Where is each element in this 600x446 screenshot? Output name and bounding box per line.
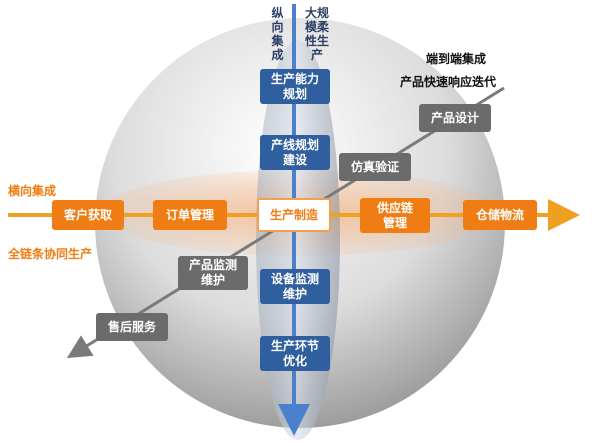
box-capacity-planning: 生产能力 规划 bbox=[260, 69, 330, 104]
box-customer-acquisition: 客户获取 bbox=[52, 200, 124, 230]
label-vertical-integration: 纵向集成 bbox=[271, 6, 284, 62]
box-process-optimization: 生产环节 优化 bbox=[260, 336, 330, 371]
box-product-design: 产品设计 bbox=[419, 104, 491, 132]
label-horizontal-integration: 横向集成 bbox=[8, 184, 57, 198]
box-supply-chain: 供应链 管理 bbox=[360, 198, 430, 233]
box-after-sales: 售后服务 bbox=[96, 313, 168, 341]
box-manufacturing: 生产制造 bbox=[257, 198, 331, 232]
box-product-monitoring: 产品监测 维护 bbox=[178, 256, 248, 290]
box-equipment-monitoring: 设备监测 维护 bbox=[260, 269, 330, 304]
label-end-to-end: 端到端集成 bbox=[426, 52, 487, 66]
label-rapid-iteration: 产品快速响应迭代 bbox=[400, 75, 497, 89]
box-warehouse-logistics: 仓储物流 bbox=[463, 200, 537, 230]
box-simulation-validation: 仿真验证 bbox=[339, 153, 411, 181]
label-full-chain-collaboration: 全链条协同生产 bbox=[8, 247, 93, 261]
box-order-management: 订单管理 bbox=[153, 200, 227, 230]
label-flexible-production: 大规模柔性生产 bbox=[304, 6, 329, 62]
box-line-planning: 产线规划 建设 bbox=[260, 135, 330, 170]
